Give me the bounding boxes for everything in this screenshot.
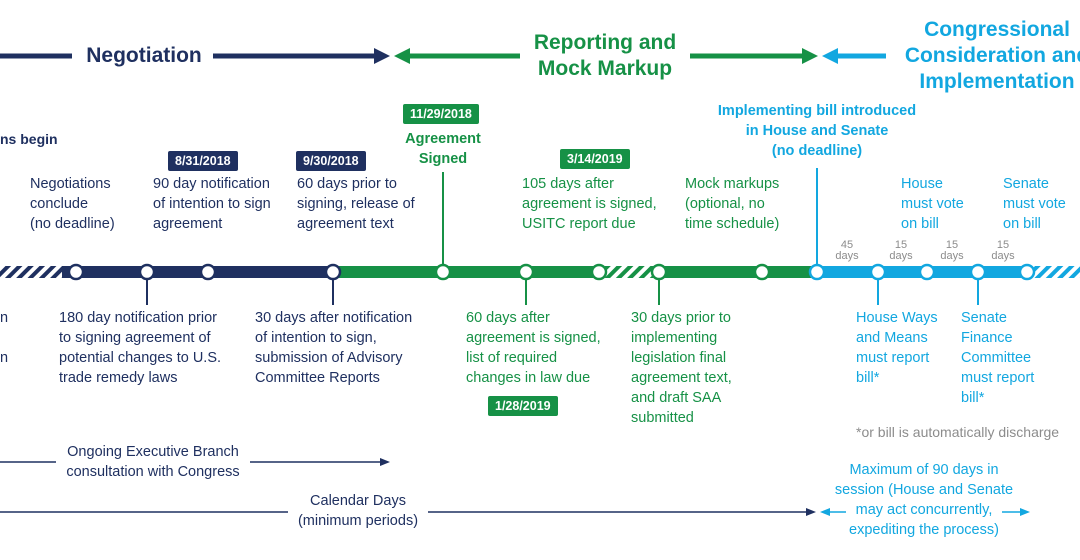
date-badge-1-28-2019: 1/28/2019 xyxy=(488,396,558,416)
senate-finance-label: Senate Finance Committee must report bil… xyxy=(961,310,1035,406)
negotiations-begin-label: ns begin xyxy=(0,131,58,147)
node-house-vote xyxy=(918,263,936,281)
interval-15-days-3: 15 days xyxy=(991,239,1015,262)
mock-markups-label: Mock markups (optional, no time schedule… xyxy=(685,176,780,232)
house-vote-label: House must vote on bill xyxy=(901,176,964,232)
phase-reporting-mock-markup: Reporting and Mock Markup xyxy=(533,31,677,80)
bill-introduced-label: Implementing bill introduced in House an… xyxy=(717,103,917,159)
interval-15-days-1: 15 days xyxy=(889,239,913,262)
notice-90-day-label: 90 day notification of intention to sign… xyxy=(153,176,271,232)
node-60-day-prior xyxy=(324,263,342,281)
notice-60-day-label: 60 days prior to signing, release of agr… xyxy=(297,176,415,232)
date-badge-3-14-2019: 3/14/2019 xyxy=(560,149,630,169)
node-usitc-report xyxy=(590,263,608,281)
node-house-ways-means xyxy=(869,263,887,281)
consultation-label: Ongoing Executive Branch consultation wi… xyxy=(66,444,240,480)
final-text-label: 30 days prior to implementing legislatio… xyxy=(631,310,732,426)
negotiation-arrow xyxy=(0,48,390,64)
house-ways-means-label: House Ways and Means must report bill* xyxy=(856,310,938,386)
node-agreement-signed xyxy=(434,263,452,281)
node-senate-vote xyxy=(1018,263,1036,281)
reporting-arrow xyxy=(394,48,818,64)
interval-45-days: 45 days xyxy=(835,239,859,262)
negotiations-conclude-label: Negotiations conclude (no deadline) xyxy=(30,176,115,232)
max-days-label: Maximum of 90 days in session (House and… xyxy=(834,462,1014,538)
timeline-bar xyxy=(0,266,1080,278)
node-180-day xyxy=(138,263,156,281)
node-bill-introduced xyxy=(808,263,826,281)
calendar-days-arrow xyxy=(0,508,816,516)
phase-negotiation: Negotiation xyxy=(86,44,202,67)
milestone-nodes xyxy=(67,263,1036,281)
interval-15-days-2: 15 days xyxy=(940,239,964,262)
node-final-text xyxy=(650,263,668,281)
footnote: *or bill is automatically discharge xyxy=(856,424,1060,440)
node-mock-markups xyxy=(753,263,771,281)
node-90-day xyxy=(199,263,217,281)
consultation-arrow xyxy=(0,458,390,466)
date-badge-9-30-2018: 9/30/2018 xyxy=(296,151,366,171)
node-changes-list xyxy=(517,263,535,281)
changes-list-label: 60 days after agreement is signed, list … xyxy=(466,310,601,386)
left-partial-label: n n xyxy=(0,310,9,366)
date-badge-8-31-2018: 8/31/2018 xyxy=(168,151,238,171)
congressional-arrow xyxy=(822,48,886,64)
notice-180-day-label: 180 day notification prior to signing ag… xyxy=(59,310,222,386)
date-badge-11-29-2018: 11/29/2018 xyxy=(403,104,479,124)
agreement-signed-label: Agreement Signed xyxy=(405,131,481,167)
calendar-days-label: Calendar Days (minimum periods) xyxy=(297,493,419,529)
max-days-arrows xyxy=(820,508,1030,516)
node-senate-finance xyxy=(969,263,987,281)
phase-congressional-consideration: Congressional Consideration and Implemen… xyxy=(904,18,1080,93)
usitc-report-label: 105 days after agreement is signed, USIT… xyxy=(522,176,657,232)
notice-30-day-label: 30 days after notification of intention … xyxy=(255,310,413,386)
senate-vote-label: Senate must vote on bill xyxy=(1003,176,1066,232)
node-negotiations-conclude xyxy=(67,263,85,281)
